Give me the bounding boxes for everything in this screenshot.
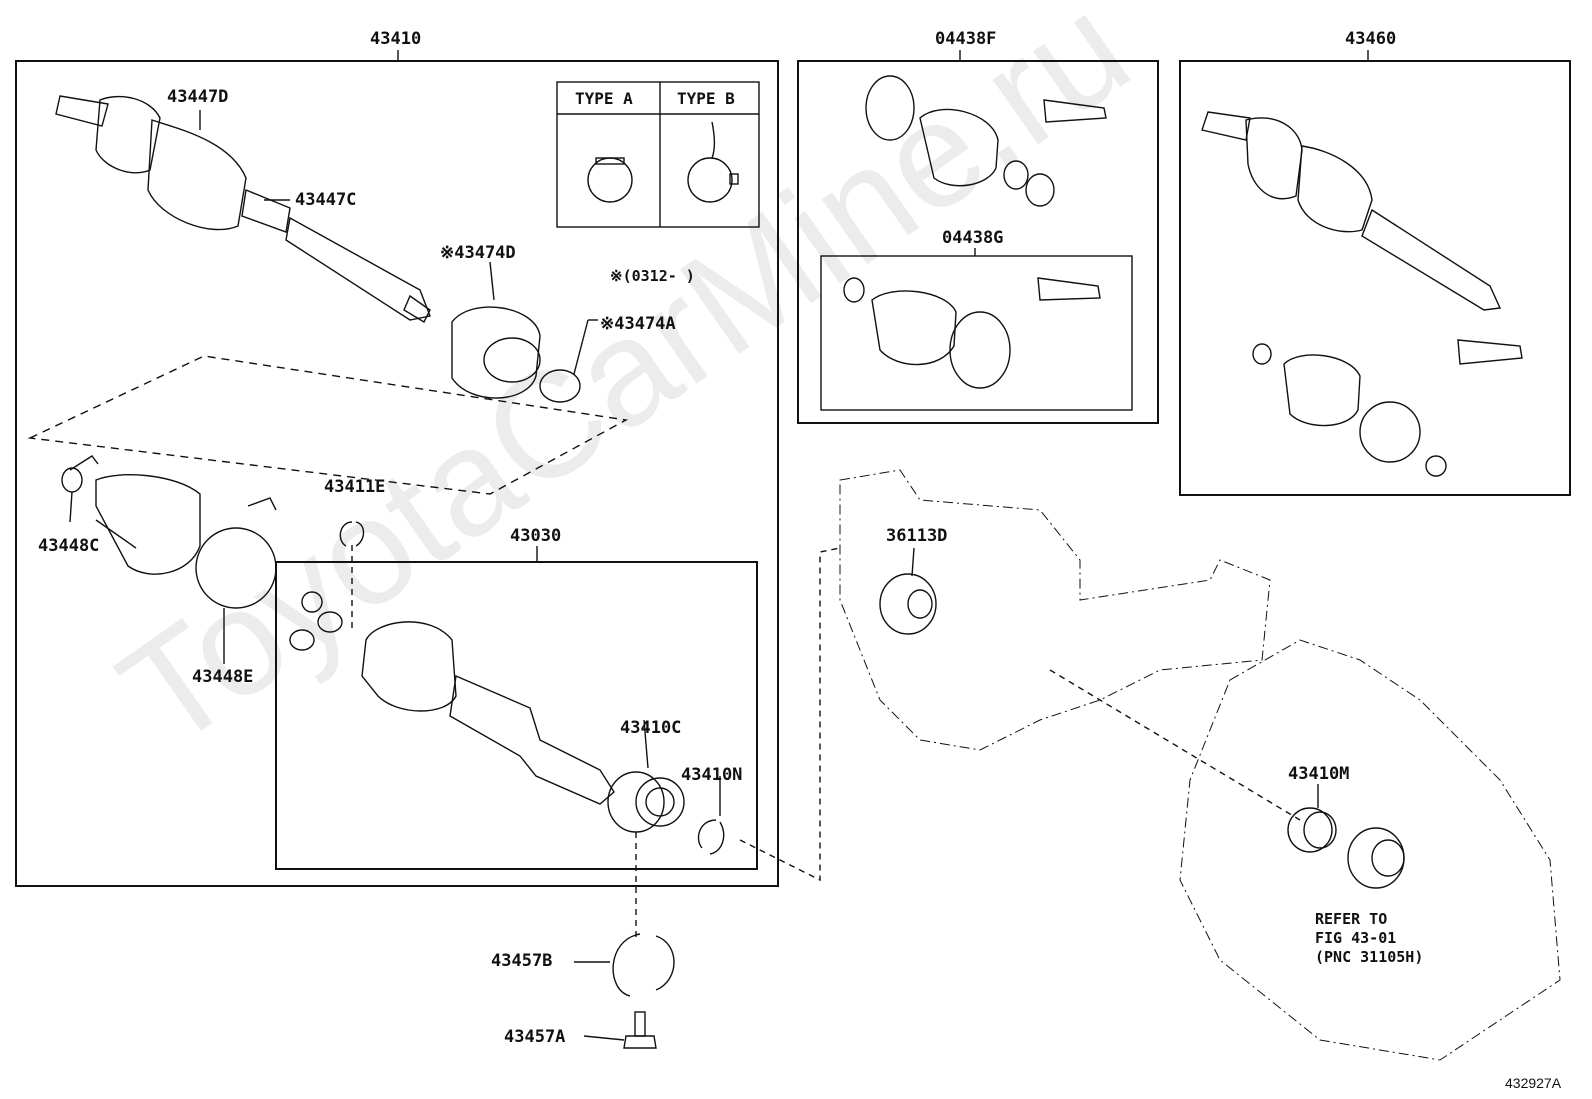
figure-id: 432927A — [1505, 1075, 1562, 1091]
frame-43460 — [1179, 60, 1571, 496]
bearing-43410C-drawing — [607, 771, 685, 833]
boot-kit-04438F-drawing — [865, 75, 1107, 207]
frame-43410 — [15, 60, 779, 887]
inboard-joint-drawing — [289, 591, 615, 805]
boot-kit-outline — [27, 355, 629, 495]
boot-drawing — [61, 455, 201, 575]
bearing-43410M-drawing — [1287, 807, 1337, 853]
part-label-43447D[interactable]: 43447D — [167, 87, 229, 107]
part-label-43410M[interactable]: 43410M — [1288, 764, 1350, 784]
transmission-drawing — [1179, 639, 1561, 1061]
part-label-43457B[interactable]: 43457B — [491, 951, 553, 971]
type-b-clamp-drawing — [687, 121, 739, 203]
boot-band-drawing — [195, 497, 277, 609]
type-table — [556, 81, 760, 228]
refer-note-line3: (PNC 31105H) — [1315, 947, 1424, 966]
group-label-04438F[interactable]: 04438F — [935, 29, 997, 49]
type-a-clamp-drawing — [587, 157, 633, 203]
part-label-43447C[interactable]: 43447C — [295, 190, 357, 210]
group-label-43410[interactable]: 43410 — [370, 29, 422, 49]
part-label-43410C[interactable]: 43410C — [620, 718, 682, 738]
snap-ring-43457B — [612, 933, 675, 997]
group-label-43460[interactable]: 43460 — [1345, 29, 1397, 49]
damper-drawing — [451, 306, 541, 399]
part-label-43410N[interactable]: 43410N — [681, 765, 743, 785]
date-note: ※(0312- ) — [610, 267, 695, 285]
bolt-43457A-drawing — [623, 1011, 657, 1049]
refer-note-line1: REFER TO — [1315, 910, 1388, 928]
part-label-43448C[interactable]: 43448C — [38, 536, 100, 556]
group-label-43030[interactable]: 43030 — [510, 526, 562, 546]
seal-31105H-drawing — [1347, 827, 1405, 889]
transfer-case-drawing — [839, 469, 1271, 751]
part-label-43411E[interactable]: 43411E — [324, 477, 386, 497]
type-a-label: TYPE A — [575, 89, 633, 108]
frame-04438F — [797, 60, 1159, 424]
snap-ring-43411E — [339, 521, 365, 547]
part-label-43474A[interactable]: ※43474A — [600, 314, 676, 334]
frame-43030 — [275, 561, 758, 870]
frame-04438G — [820, 255, 1133, 411]
refer-note-line2[interactable]: FIG 43-01 — [1315, 928, 1397, 947]
group-label-04438G[interactable]: 04438G — [942, 228, 1004, 248]
part-label-43474D[interactable]: ※43474D — [440, 243, 516, 263]
refer-note: REFER TO FIG 43-01 (PNC 31105H) — [1315, 910, 1423, 966]
seal-36113D-drawing — [879, 573, 937, 635]
damper-clamp-drawing — [539, 369, 581, 403]
type-b-label: TYPE B — [677, 89, 735, 108]
axle-43460-drawing — [1201, 111, 1523, 477]
part-label-43457A[interactable]: 43457A — [504, 1027, 566, 1047]
part-label-43448E[interactable]: 43448E — [192, 667, 254, 687]
snap-ring-43410N — [697, 819, 725, 855]
axle-shaft-drawing — [55, 95, 431, 323]
boot-kit-04438G-drawing — [843, 277, 1101, 389]
part-label-36113D[interactable]: 36113D — [886, 526, 948, 546]
